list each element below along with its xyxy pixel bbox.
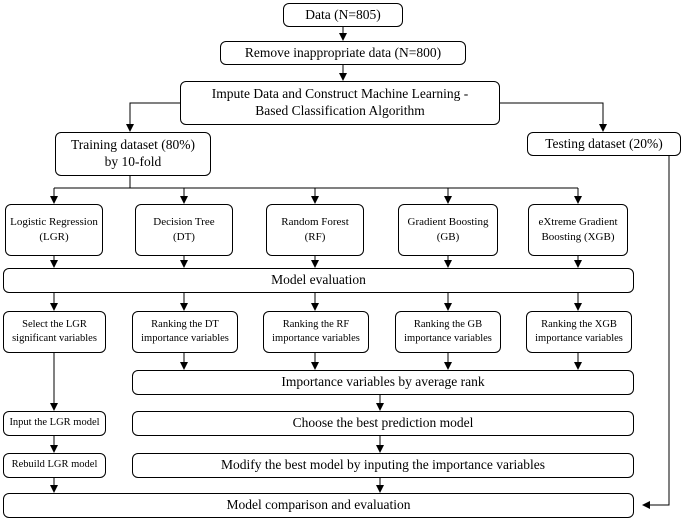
impute-box: Impute Data and Construct Machine Learni… [180, 81, 500, 125]
rank-rf-box: Ranking the RF importance variables [263, 311, 369, 353]
model-evaluation-box: Model evaluation [3, 268, 634, 293]
choose-best-model-box: Choose the best prediction model [132, 411, 634, 436]
data-box: Data (N=805) [283, 3, 403, 27]
rf-box: Random Forest (RF) [266, 204, 364, 256]
arrow-impute-to-training [126, 102, 180, 132]
lgr-box: Logistic Regression (LGR) [5, 204, 103, 256]
model-comparison-box: Model comparison and evaluation [3, 493, 634, 518]
select-lgr-variables-box: Select the LGR significant variables [3, 311, 106, 353]
modify-best-model-box: Modify the best model by inputing the im… [132, 453, 634, 478]
rank-dt-box: Ranking the DT importance variables [132, 311, 238, 353]
testing-dataset-box: Testing dataset (20%) [527, 132, 681, 156]
rank-xgb-box: Ranking the XGB importance variables [526, 311, 632, 353]
arrow-testing-to-comparison [642, 156, 670, 509]
remove-data-box: Remove inappropriate data (N=800) [220, 41, 466, 65]
input-lgr-model-box: Input the LGR model [3, 411, 106, 436]
xgb-box: eXtreme Gradient Boosting (XGB) [528, 204, 628, 256]
dt-box: Decision Tree (DT) [135, 204, 233, 256]
average-rank-box: Importance variables by average rank [132, 370, 634, 395]
arrow-impute-to-testing [500, 102, 607, 132]
rank-gb-box: Ranking the GB importance variables [395, 311, 501, 353]
gb-box: Gradient Boosting (GB) [398, 204, 498, 256]
rebuild-lgr-model-box: Rebuild LGR model [3, 453, 106, 478]
training-dataset-box: Training dataset (80%) by 10-fold [55, 132, 211, 176]
